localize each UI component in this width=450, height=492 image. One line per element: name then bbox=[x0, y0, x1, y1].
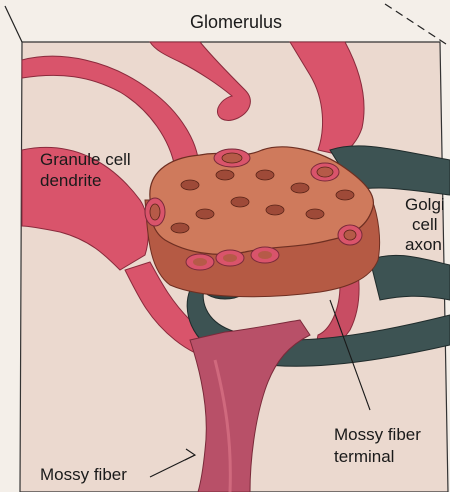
label-granule-cell-line1: Granule cell bbox=[40, 150, 131, 169]
label-mossy-fiber: Mossy fiber bbox=[40, 465, 127, 484]
label-golgi-line3: axon bbox=[405, 235, 442, 254]
label-granule-cell-line2: dendrite bbox=[40, 171, 101, 190]
label-golgi-line1: Golgi bbox=[405, 195, 445, 214]
label-golgi-line2: cell bbox=[412, 215, 438, 234]
label-mossy-terminal-line1: Mossy fiber bbox=[334, 425, 421, 444]
mossy-fiber-terminal bbox=[145, 147, 380, 297]
zoom-line-right bbox=[385, 4, 446, 44]
diagram-title: Glomerulus bbox=[190, 12, 282, 32]
label-mossy-terminal-line2: terminal bbox=[334, 447, 394, 466]
zoom-line-left bbox=[5, 6, 22, 42]
